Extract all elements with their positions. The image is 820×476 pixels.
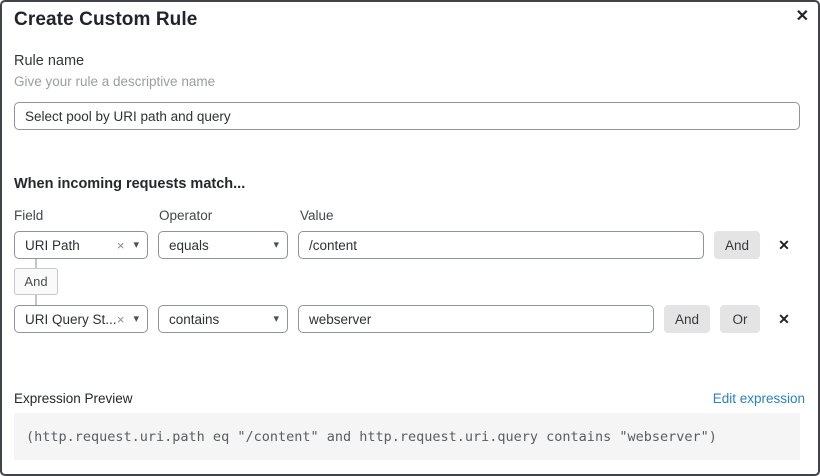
field-select-row2-value: URI Query St... (25, 311, 117, 327)
clear-icon[interactable]: × (116, 311, 125, 327)
operator-select-row1[interactable]: equals ▾ (158, 231, 288, 259)
chevron-down-icon: ▾ (133, 312, 139, 325)
page-title: Create Custom Rule (14, 9, 198, 30)
operator-column-label: Operator (159, 208, 213, 223)
match-section-heading: When incoming requests match... (14, 176, 246, 192)
rule-name-label: Rule name (14, 53, 85, 69)
remove-row1-icon[interactable]: ✕ (778, 237, 790, 253)
expression-code-block: (http.request.uri.path eq "/content" and… (14, 413, 800, 460)
rule-name-helper-text: Give your rule a descriptive name (14, 74, 216, 89)
expression-preview-label: Expression Preview (14, 391, 133, 406)
connector-line-bottom (35, 295, 37, 305)
connector-and-badge: And (14, 268, 58, 295)
field-column-label: Field (14, 208, 44, 223)
chevron-down-icon: ▾ (273, 312, 279, 325)
chevron-down-icon: ▾ (273, 238, 279, 251)
value-input-row1[interactable] (298, 231, 704, 259)
value-input-row2[interactable] (298, 305, 654, 333)
or-button-row2[interactable]: Or (720, 305, 760, 333)
field-select-row1[interactable]: URI Path × ▾ (14, 231, 148, 259)
operator-select-row2-value: contains (169, 311, 220, 327)
edit-expression-link[interactable]: Edit expression (712, 391, 805, 406)
operator-select-row1-value: equals (169, 237, 209, 253)
close-icon[interactable]: ✕ (795, 8, 809, 25)
field-select-row2[interactable]: URI Query St... × ▾ (14, 305, 148, 333)
connector-line-top (35, 259, 37, 268)
and-button-row1[interactable]: And (714, 231, 760, 259)
value-column-label: Value (300, 208, 334, 223)
expression-code-text: (http.request.uri.path eq "/content" and… (26, 428, 717, 445)
and-button-row2[interactable]: And (664, 305, 710, 333)
rule-name-input[interactable] (14, 102, 800, 130)
chevron-down-icon: ▾ (133, 238, 139, 251)
field-select-row1-value: URI Path (25, 237, 80, 253)
operator-select-row2[interactable]: contains ▾ (158, 305, 288, 333)
remove-row2-icon[interactable]: ✕ (778, 311, 790, 327)
clear-icon[interactable]: × (116, 237, 125, 253)
